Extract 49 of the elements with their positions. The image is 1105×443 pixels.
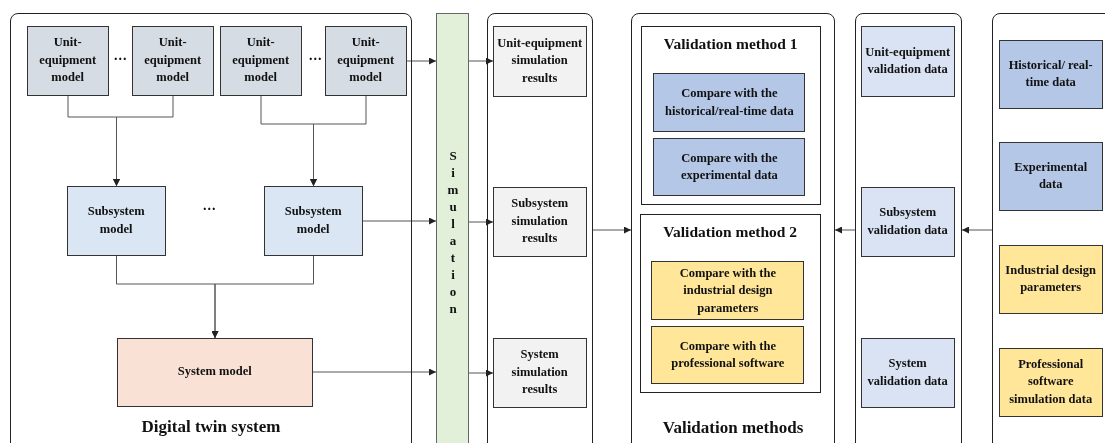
process-box: Unit-equipment model [219, 25, 302, 96]
process-box: Unit-equipment validation data [860, 25, 955, 97]
panel [631, 13, 835, 443]
method-panel [640, 25, 821, 205]
process-box: Compare with the historical/real-time data [653, 73, 806, 133]
arrow [468, 57, 494, 65]
arrow [312, 368, 437, 376]
arrow [834, 226, 856, 234]
panel-title: Validation methods [661, 418, 805, 438]
arrow [310, 95, 367, 187]
process-box: Unit-equipment model [324, 25, 407, 96]
arrow [362, 217, 437, 225]
process-box: Compare with the industrial design parameters [651, 261, 805, 321]
process-box: Historical/ real-time data [998, 39, 1103, 109]
ellipsis: ... [114, 48, 128, 64]
arrow [113, 95, 174, 187]
arrow [468, 218, 494, 226]
ellipsis: ... [309, 48, 323, 64]
process-box: Subsystem validation data [860, 186, 955, 257]
panel [487, 13, 593, 443]
arrow [592, 226, 632, 234]
process-box: Industrial design parameters [998, 244, 1103, 314]
process-box: Compare with the experimental data [653, 138, 806, 197]
process-box: System model [116, 337, 313, 407]
simulation-bar [436, 13, 469, 443]
process-box: Unit-equipment model [26, 25, 109, 96]
arrow [961, 226, 993, 234]
ellipsis: ... [203, 198, 217, 214]
process-box: Subsystem simulation results [492, 186, 587, 257]
process-box: System validation data [860, 337, 955, 408]
panel [992, 13, 1105, 443]
process-box: Unit-equipment model [131, 25, 214, 96]
arrow [211, 255, 314, 339]
panel [10, 13, 412, 443]
arrow [468, 369, 494, 377]
panel-title: Validation method 1 [662, 34, 799, 53]
process-box: Professional software simulation data [998, 347, 1103, 417]
panel [855, 13, 962, 443]
arrow [406, 57, 437, 65]
process-box: Subsystem model [263, 185, 363, 256]
vertical-label: Simulation [444, 148, 461, 318]
panel-title: Validation method 2 [662, 222, 799, 241]
process-box: System simulation results [492, 337, 587, 408]
process-box: Unit-equipment simulation results [492, 25, 587, 97]
process-box: Compare with the professional software [651, 326, 805, 385]
method-panel [639, 213, 821, 393]
process-box: Subsystem model [66, 185, 166, 256]
process-box: Experimental data [998, 141, 1103, 211]
panel-title: Digital twin system [140, 417, 282, 437]
